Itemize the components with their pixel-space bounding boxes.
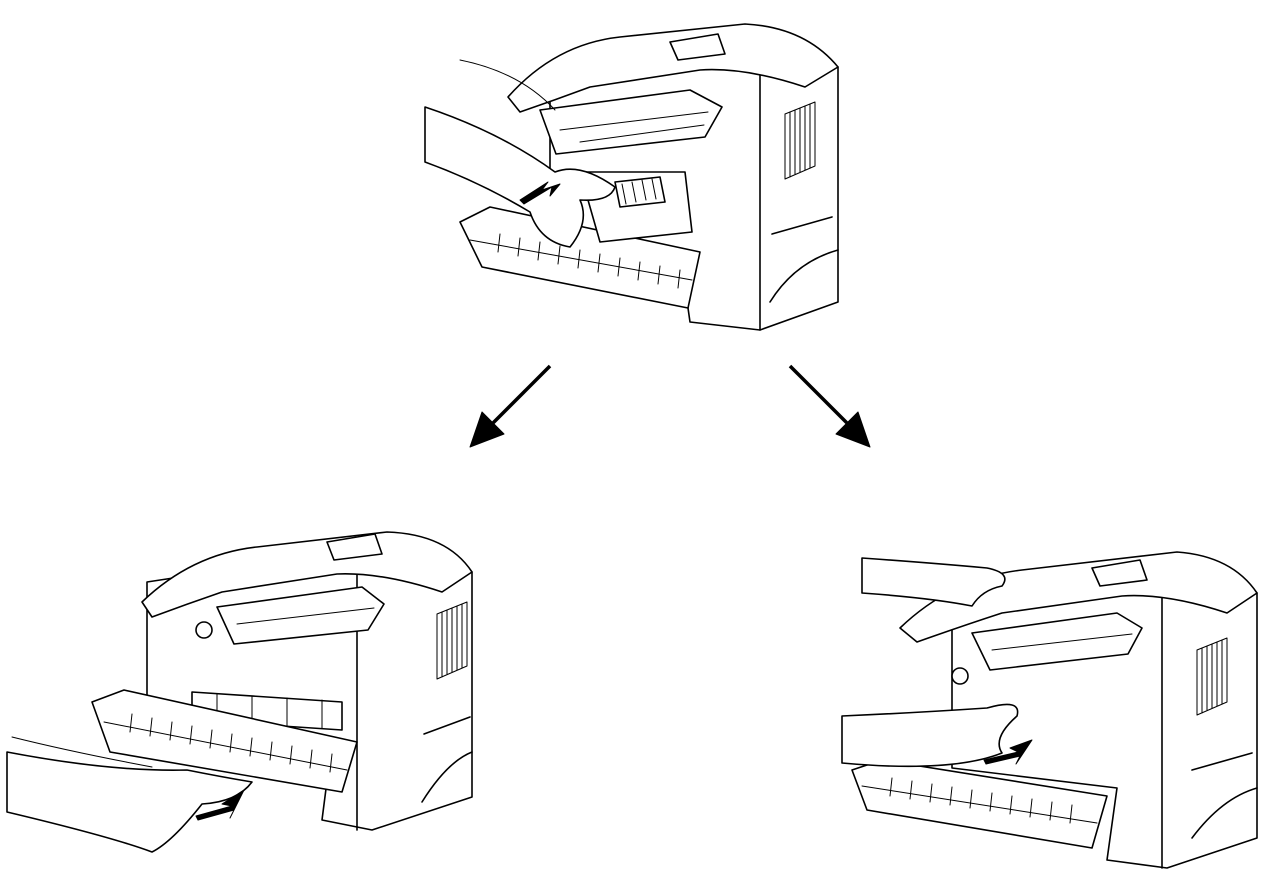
arrow-down-right bbox=[788, 364, 871, 448]
pull-arrow-icon bbox=[519, 181, 561, 205]
hand-icon bbox=[424, 106, 616, 248]
pull-arrow-icon bbox=[983, 739, 1033, 765]
hand-icon bbox=[861, 557, 1006, 607]
hand-icon bbox=[841, 703, 1019, 768]
arrow-down-left bbox=[469, 364, 552, 448]
laser-printer-icon bbox=[459, 23, 839, 331]
laser-printer-icon bbox=[851, 551, 1258, 869]
bottom-right-panel bbox=[841, 551, 1258, 869]
top-panel bbox=[424, 23, 839, 331]
bottom-left-panel bbox=[6, 531, 473, 853]
laser-printer-icon bbox=[91, 531, 473, 831]
pull-arrow-icon bbox=[195, 789, 245, 821]
